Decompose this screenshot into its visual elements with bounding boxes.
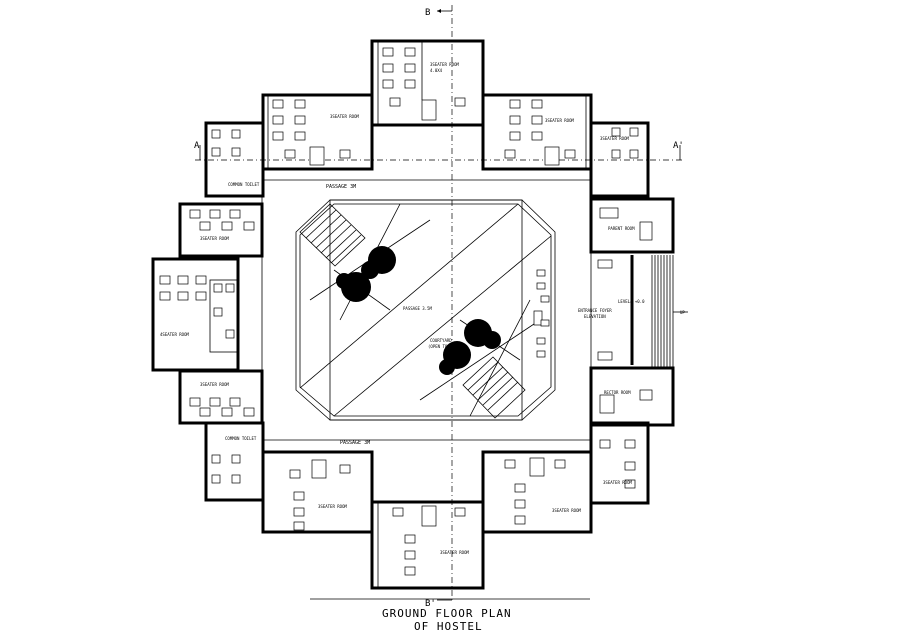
section-mark-top: B: [425, 8, 430, 18]
section-line-a: A A': [194, 141, 685, 161]
label-courtyard: COURTYARD: [430, 338, 452, 343]
label-passage-top: PASSAGE 3M: [326, 184, 356, 190]
label-seater-bottom: 3SEATER ROOM: [440, 550, 469, 555]
label-seater-bottom-left: 3SEATER ROOM: [318, 504, 347, 509]
section-mark-left: A: [194, 141, 200, 151]
label-entrance-foyer-sub: ELEVATION: [584, 314, 606, 319]
section-mark-right: A': [673, 141, 684, 151]
label-passage-bottom: PASSAGE 3M: [340, 440, 370, 446]
label-dim-top: 4.0X4: [430, 68, 443, 73]
label-seater-far-right: 3SEATER ROOM: [600, 136, 629, 141]
room-walls: [151, 39, 688, 590]
staircase-top-left: [299, 203, 366, 267]
drawing-title: GROUND FLOOR PLAN OF HOSTEL: [310, 598, 590, 633]
section-mark-bottom: B': [425, 599, 436, 609]
label-seater-left-mid: 4SEATER ROOM: [160, 332, 189, 337]
room-furniture: [159, 47, 653, 576]
tree-lower: [439, 319, 501, 375]
label-courtyard-sub: (OPEN TO SKY): [428, 344, 459, 349]
seating-fixtures: [533, 259, 613, 361]
label-seater-top: 3SEATER ROOM: [430, 62, 459, 67]
label-seater-bottom-right: 3SEATER ROOM: [552, 508, 581, 513]
room-labels: 3SEATER ROOM 4.0X4 3SEATER ROOM 3SEATER …: [160, 62, 685, 555]
label-seater-top-right: 3SEATER ROOM: [545, 118, 574, 123]
label-level: LEVEL= +0.0: [618, 299, 645, 304]
label-rector-room: RECTOR ROOM: [604, 390, 631, 395]
label-seater-left-upper: 3SEATER ROOM: [200, 236, 229, 241]
label-common-toilet-top: COMMON TOILET: [228, 182, 260, 187]
staircase-bottom-right: [462, 356, 526, 419]
passage-edges: [261, 179, 592, 441]
label-up: UP: [680, 310, 685, 315]
label-passage-center: PASSAGE 3.5M: [403, 306, 432, 311]
label-parent-room: PARENT ROOM: [608, 226, 635, 231]
title-line-1: GROUND FLOOR PLAN: [382, 607, 512, 620]
label-seater-top-left: 3SEATER ROOM: [330, 114, 359, 119]
label-seater-right-lower: 3SEATER ROOM: [603, 480, 632, 485]
title-line-2: OF HOSTEL: [414, 620, 483, 633]
label-common-toilet-bottom: COMMON TOILET: [225, 436, 257, 441]
tree-upper: [336, 246, 396, 302]
label-seater-left-lower: 3SEATER ROOM: [200, 382, 229, 387]
label-entrance-foyer: ENTRANCE FOYER: [578, 308, 612, 313]
